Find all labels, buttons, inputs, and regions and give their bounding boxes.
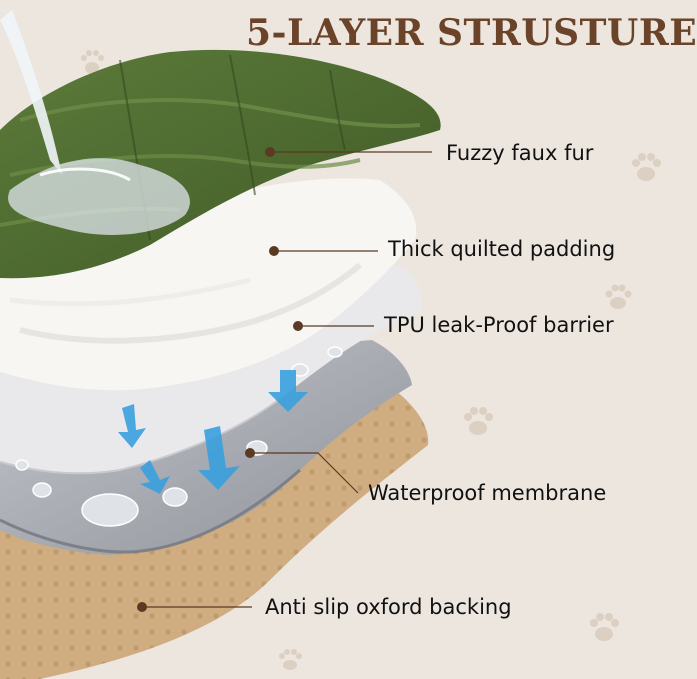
layer-illustration: [0, 10, 661, 679]
oxford-backing-layer: [0, 390, 429, 679]
paw-icon: [605, 284, 632, 309]
water-droplet-icon: [15, 346, 343, 527]
layer-label-membrane: Waterproof membrane: [368, 481, 607, 505]
paw-icon: [632, 153, 661, 181]
page-title: 5-LAYER STRUSTURE: [246, 12, 697, 54]
paw-icon: [279, 649, 302, 670]
layer-label-padding: Thick quilted padding: [388, 237, 616, 261]
paw-icon: [464, 407, 493, 435]
layer-label-faux-fur: Fuzzy faux fur: [446, 141, 594, 165]
leader-dots: [137, 147, 303, 612]
paw-icon: [590, 613, 619, 641]
water-stream-icon: [0, 10, 190, 235]
leader-lines: [142, 151, 432, 608]
arrow-down-icon: [118, 370, 308, 494]
layer-label-backing: Anti slip oxford backing: [265, 595, 512, 619]
layer-label-tpu-barrier: TPU leak-Proof barrier: [384, 313, 614, 337]
paw-icon: [81, 50, 104, 74]
